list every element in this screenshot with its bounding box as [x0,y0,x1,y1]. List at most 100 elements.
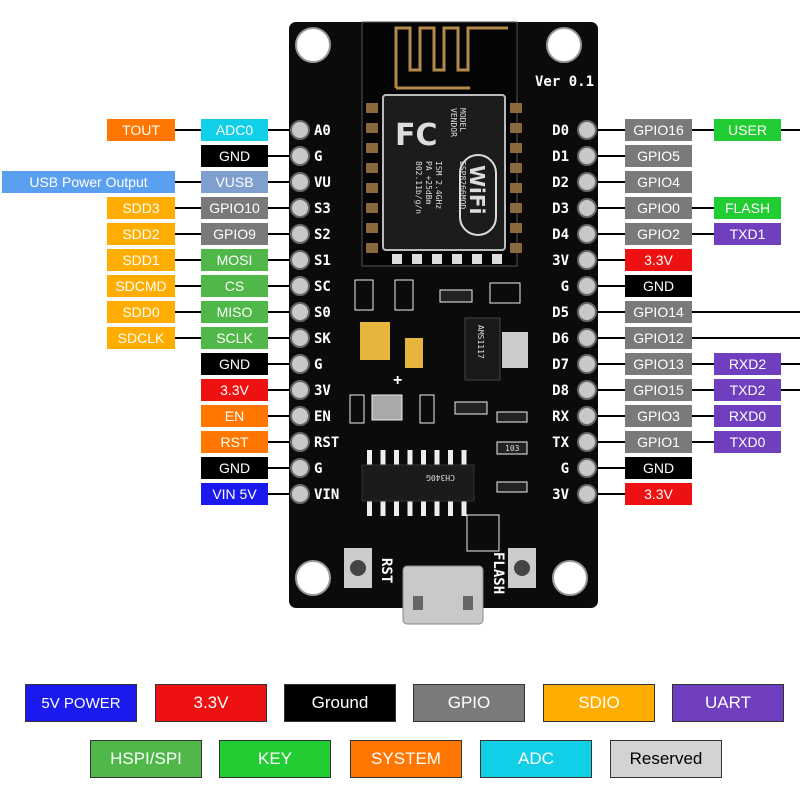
pin-function-label: 3.3V [644,252,673,268]
pin-name: 3V [552,487,569,503]
pin-function-hspi [201,327,268,349]
pin-function-gpio [625,145,692,167]
pin-function-vusb [201,171,268,193]
antenna-trace [394,26,508,90]
fcc-logo: FC [395,118,438,153]
pin-function-label: SCLK [216,330,253,346]
pin-hole [290,276,310,296]
pin-function-gpio [201,223,268,245]
flash-button-label: FLASH [490,552,506,594]
usb-slot [463,596,473,610]
pin-name: RST [314,435,339,451]
pin-hole [290,458,310,478]
pin-function-gpio [625,431,692,453]
module-pad [366,183,378,193]
module-name: ESP8266MOD [458,161,467,209]
mount-hole [295,560,331,596]
pin-function-label: SDCLK [118,330,165,346]
pin-hole [577,380,597,400]
pin-function-label: SDCMD [115,278,166,294]
pin-function-ground [201,145,268,167]
pin-function-label: RXD2 [729,356,767,372]
module-model: MODEL [458,108,467,132]
pin-function-gpio [625,353,692,375]
legend-item-power5v: 5V POWER [25,684,137,722]
pin-function-system [201,431,268,453]
pin-hole [290,406,310,426]
legend-item-power33: 3.3V [155,684,267,722]
module-pad [510,183,522,193]
pin-name: D2 [552,175,569,191]
pin-hole [577,406,597,426]
pin-name: D7 [552,357,569,373]
legend-item-key: KEY [219,740,331,778]
pin-function-label: RST [221,434,249,450]
chip-leg [421,501,426,516]
legend-item-sdio: SDIO [543,684,655,722]
pin-hole [290,250,310,270]
pin-hole [290,198,310,218]
module-pad [510,123,522,133]
chip-leg [448,501,453,516]
pin-hole [577,302,597,322]
module-pad [366,223,378,233]
pin-function-label: GPIO10 [209,200,260,216]
pin-function-sdio [107,327,175,349]
smd-part [354,279,374,311]
pin-function-system [201,405,268,427]
module-pad [492,254,502,264]
chip-leg [448,450,453,465]
pin-function-gpio [625,119,692,141]
pin-function-label: GPIO15 [633,382,684,398]
transistor [496,411,528,423]
pin-function-label: TXD2 [730,382,766,398]
pin-name: D1 [552,149,569,165]
pin-function-label: ADC0 [216,122,254,138]
legend-item-reserved: Reserved [610,740,722,778]
pin-function-gpio [625,301,692,323]
pin-function-gpio [625,223,692,245]
regulator-label: AMS1117 [476,325,485,359]
pin-name: G [561,279,569,295]
pin-name: G [314,357,322,373]
module-std: 802.11b/g/n [414,161,423,214]
tantalum-capacitor [360,322,390,360]
chip-leg [367,501,372,516]
pin-name: EN [314,409,331,425]
chip-leg [434,450,440,465]
pin-hole [577,250,597,270]
chip-leg [394,501,399,516]
pin-function-label: USER [728,122,767,138]
regulator-tab [502,332,528,368]
pin-function-label: FLASH [725,200,770,216]
pin-hole [290,432,310,452]
pin-function-gpio [625,171,692,193]
pin-function-system [107,119,175,141]
usb-serial-chip [361,464,475,502]
chip-leg [367,450,372,465]
pin-function-key [714,197,781,219]
pin-function-uart [714,223,781,245]
pin-name: D6 [552,331,569,347]
pin-function-power33 [201,379,268,401]
micro-usb-port[interactable] [402,565,484,625]
pin-name: S0 [314,305,331,321]
pin-hole [290,380,310,400]
chip-leg [407,501,413,516]
pin-function-sdio [107,197,175,219]
smd-part [466,514,500,552]
rst-button-cap[interactable] [350,560,366,576]
pin-function-uart [714,431,781,453]
pin-function-label: GPIO1 [637,434,680,450]
resistor-array [496,441,528,455]
module-pad [366,123,378,133]
pin-function-label: GND [643,460,674,476]
module-pad [510,143,522,153]
module-pad [412,254,422,264]
mount-hole [546,27,582,63]
rst-button-label: RST [378,558,394,583]
chip-leg [407,450,413,465]
flash-button-cap[interactable] [514,560,530,576]
module-pad [366,203,378,213]
